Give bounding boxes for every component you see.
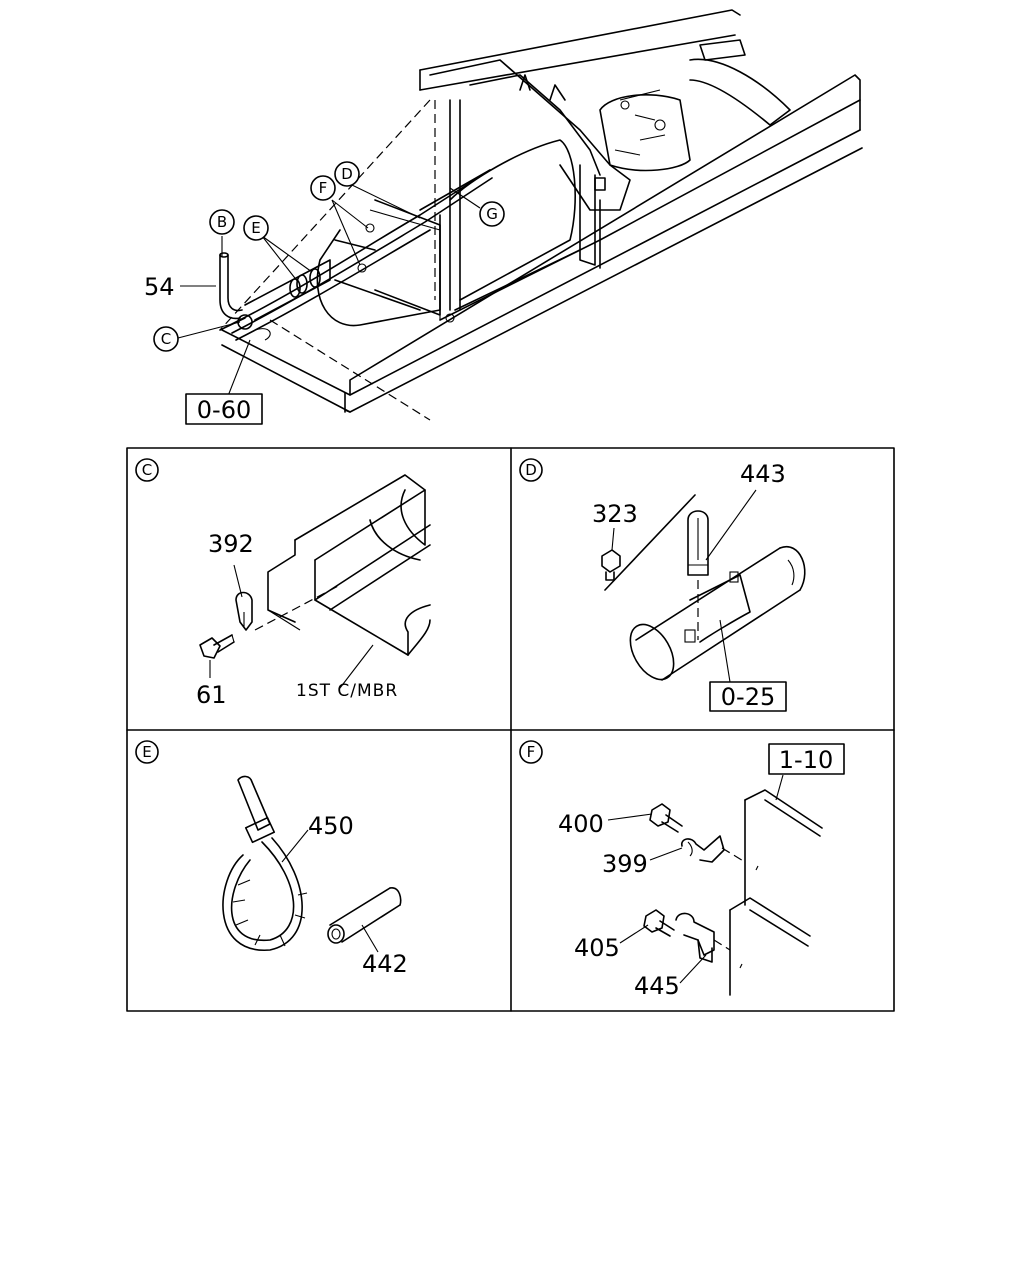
crossmember-label: 1ST C/MBR — [296, 681, 398, 701]
svg-text:0-60: 0-60 — [197, 396, 251, 424]
part-number-392: 392 — [208, 530, 254, 558]
part-number-442: 442 — [362, 950, 408, 978]
svg-text:1-10: 1-10 — [779, 746, 833, 774]
part-number-450: 450 — [308, 812, 354, 840]
part-number-54: 54 — [144, 273, 175, 301]
callout-c: C — [153, 326, 179, 352]
svg-text:0-25: 0-25 — [721, 683, 775, 711]
panel-f: F 1-10 400 399 405 — [519, 740, 845, 1000]
svg-text:D: D — [341, 165, 353, 183]
part-number-400: 400 — [558, 810, 604, 838]
chassis-frame-drawing — [219, 9, 863, 421]
svg-text:B: B — [217, 213, 227, 231]
svg-text:E: E — [251, 219, 260, 237]
part-number-443: 443 — [740, 460, 786, 488]
part-number-61: 61 — [196, 681, 227, 709]
part-number-405: 405 — [574, 934, 620, 962]
svg-text:G: G — [486, 205, 498, 223]
detail-grid-frame — [126, 447, 895, 1012]
part-number-445: 445 — [634, 972, 680, 1000]
svg-text:F: F — [319, 179, 328, 197]
panel-d-tag: D — [525, 461, 537, 479]
callout-d: D — [334, 161, 360, 187]
svg-text:C: C — [161, 330, 171, 348]
panel-e-tag: E — [142, 743, 151, 761]
panel-e: E 450 442 — [135, 740, 408, 978]
main-leader-lines — [177, 184, 481, 397]
part-number-399: 399 — [602, 850, 648, 878]
callout-f: F — [310, 175, 336, 201]
callout-g: G — [479, 201, 505, 227]
ref-box-0-60: 0-60 — [185, 393, 263, 425]
panel-c-tag: C — [142, 461, 152, 479]
ref-box-0-25: 0-25 — [709, 681, 787, 712]
ref-box-1-10: 1-10 — [768, 743, 845, 775]
panel-f-tag: F — [527, 743, 536, 761]
panel-d: D 323 443 0-25 — [519, 458, 806, 712]
part-number-323: 323 — [592, 500, 638, 528]
callout-b: B — [209, 209, 235, 235]
callout-e: E — [243, 215, 269, 241]
panel-c: C 392 61 1ST C/MBR — [135, 458, 431, 709]
